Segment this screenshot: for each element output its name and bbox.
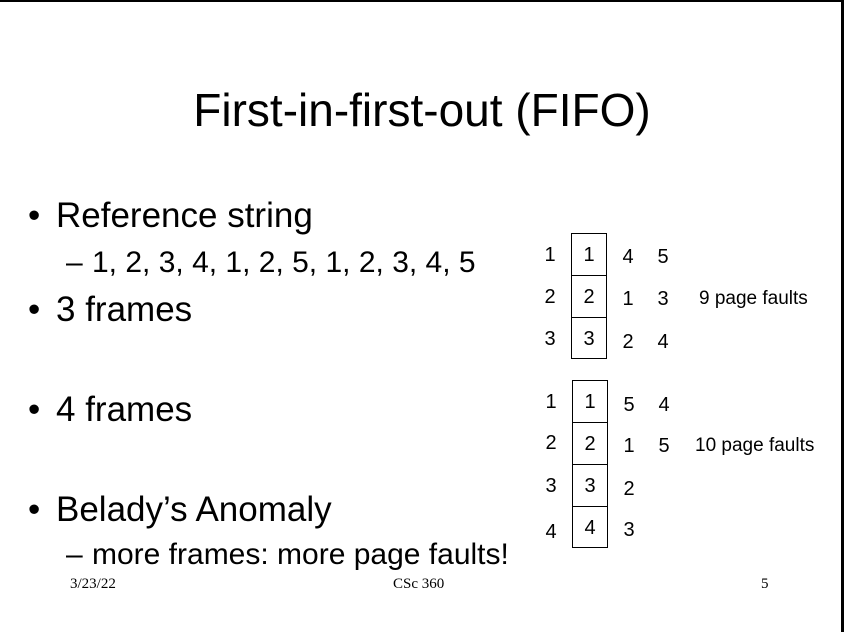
replacement-value: 4 [622, 246, 634, 268]
frame-cell: 1 [573, 381, 607, 423]
frame-cell: 2 [573, 423, 607, 465]
dash-icon: – [66, 538, 83, 571]
frame-box: 1 2 3 4 [572, 380, 608, 548]
bullet-four-frames: • 4 frames [28, 390, 192, 430]
bullet-icon: • [28, 390, 41, 429]
row-label: 2 [544, 286, 556, 308]
frame-cell: 3 [573, 465, 607, 507]
row-label: 1 [544, 244, 556, 266]
replacement-value: 2 [623, 478, 635, 500]
replacement-value: 4 [658, 394, 670, 416]
row-label: 1 [545, 391, 557, 413]
slide-right-border [841, 0, 844, 632]
row-label: 3 [545, 475, 557, 497]
bullet-icon: • [28, 490, 41, 529]
replacement-value: 5 [623, 394, 635, 416]
bullet-text: Reference string [56, 196, 313, 235]
replacement-value: 2 [622, 331, 634, 353]
bullet-reference-string: • Reference string [28, 196, 313, 236]
row-label: 4 [545, 521, 557, 543]
row-label: 2 [545, 432, 557, 454]
sub-bullet-text: 1, 2, 3, 4, 1, 2, 5, 1, 2, 3, 4, 5 [92, 246, 476, 279]
replacement-value: 5 [657, 246, 669, 268]
footer-date: 3/23/22 [70, 576, 116, 592]
bullet-text: 3 frames [56, 290, 193, 329]
frame-cell: 2 [572, 276, 606, 318]
sub-bullet-belady: –more frames: more page faults! [66, 537, 509, 573]
bullet-three-frames: • 3 frames [28, 290, 192, 330]
page-fault-count: 9 page faults [699, 288, 808, 309]
frame-cell: 1 [572, 234, 606, 276]
page-fault-count: 10 page faults [695, 435, 815, 456]
bullet-text: 4 frames [56, 390, 193, 429]
bullet-icon: • [28, 290, 41, 329]
footer-course: CSc 360 [393, 576, 445, 592]
replacement-value: 3 [623, 519, 635, 541]
replacement-value: 4 [657, 331, 669, 353]
slide-title: First-in-first-out (FIFO) [193, 84, 651, 136]
row-label: 3 [544, 328, 556, 350]
bullet-icon: • [28, 196, 41, 235]
replacement-value: 1 [623, 435, 635, 457]
frame-cell: 3 [583, 328, 595, 350]
bullet-text: Belady’s Anomaly [56, 490, 332, 529]
footer-page-number: 5 [761, 576, 769, 592]
dash-icon: – [66, 246, 83, 279]
slide-top-border [0, 0, 844, 2]
sub-bullet-text: more frames: more page faults! [92, 538, 509, 571]
replacement-value: 5 [658, 435, 670, 457]
replacement-value: 3 [657, 288, 669, 310]
frame-cell: 4 [584, 517, 596, 539]
bullet-belady: • Belady’s Anomaly [28, 490, 332, 530]
sub-bullet-sequence: –1, 2, 3, 4, 1, 2, 5, 1, 2, 3, 4, 5 [66, 245, 476, 281]
frame-box: 1 2 3 [571, 233, 607, 359]
replacement-value: 1 [622, 288, 634, 310]
